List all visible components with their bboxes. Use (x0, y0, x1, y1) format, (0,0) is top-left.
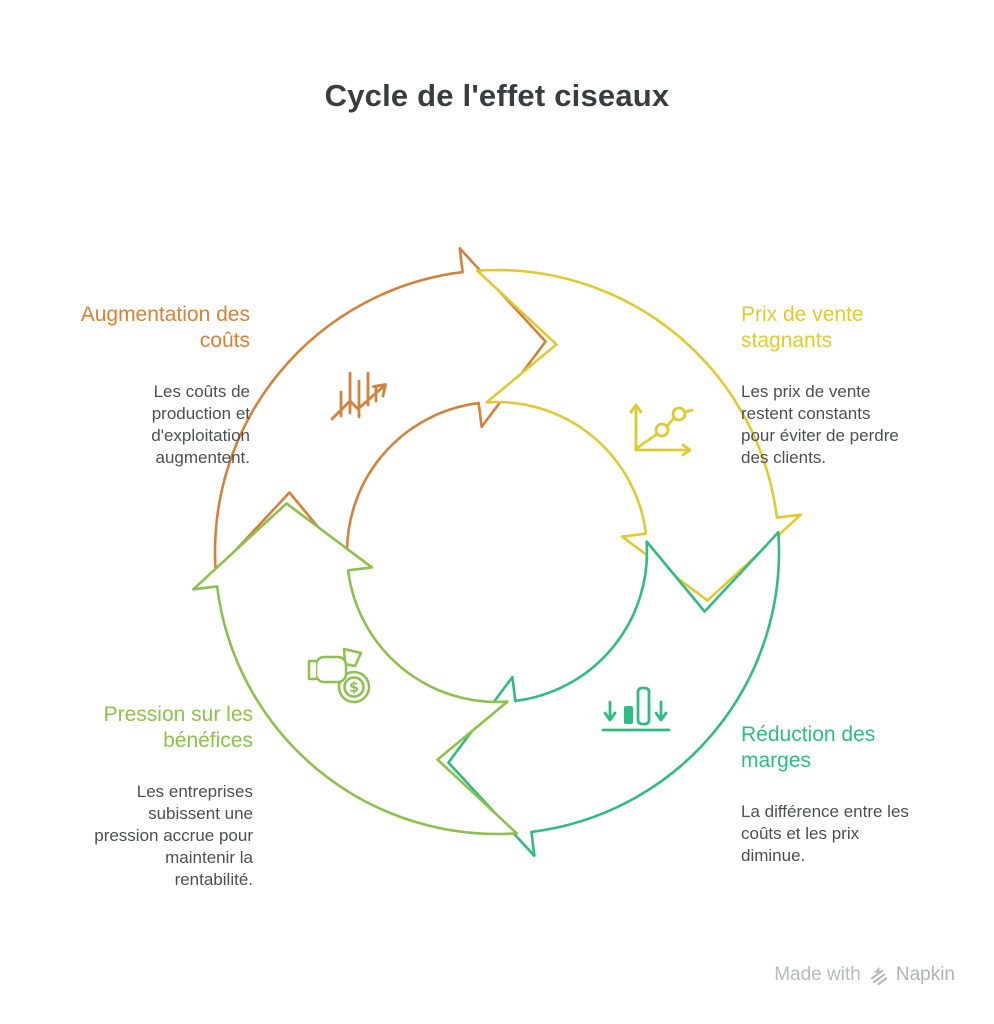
step-augmentation-des-couts: Augmentation des coûts Les coûts de prod… (56, 284, 250, 487)
cycle-arrow-reduction-des-marges (447, 531, 781, 857)
cycle-arrow-augmentation-des-couts (213, 247, 547, 573)
step-heading-prix-de-vente-stagnants: Prix de vente stagnants (741, 303, 864, 352)
cycle-arrows (192, 247, 802, 857)
line-chart-icon (629, 403, 694, 457)
step-body-augmentation-des-couts: Les coûts de production et d'exploitatio… (151, 382, 250, 467)
step-pression-sur-les-benefices: Pression sur les bénéfices Les entrepris… (48, 684, 253, 909)
step-heading-augmentation-des-couts: Augmentation des coûts (80, 303, 250, 352)
step-reduction-des-marges: Réduction des marges La différence entre… (741, 704, 956, 885)
napkin-logo-icon (870, 966, 888, 985)
step-body-prix-de-vente-stagnants: Les prix de vente restent constants pour… (741, 382, 899, 467)
rising-bars-chart-icon (330, 371, 387, 421)
declining-bars-icon (601, 686, 671, 732)
step-prix-de-vente-stagnants: Prix de vente stagnants Les prix de vent… (741, 284, 941, 487)
money-squeeze-icon: $ (307, 647, 371, 704)
napkin-brand-text: Napkin (895, 964, 955, 985)
step-heading-pression-sur-les-benefices: Pression sur les bénéfices (103, 703, 253, 752)
svg-text:$: $ (349, 680, 359, 696)
step-heading-reduction-des-marges: Réduction des marges (741, 723, 876, 772)
step-body-reduction-des-marges: La différence entre les coûts et les pri… (741, 802, 909, 865)
step-body-pression-sur-les-benefices: Les entreprises subissent une pression a… (94, 782, 253, 889)
cycle-arrow-pression-sur-les-benefices (192, 502, 518, 836)
made-with-text: Made with (774, 964, 861, 985)
diagram-title: Cycle de l'effet ciseaux (324, 78, 670, 113)
napkin-attribution: Made with Napkin (774, 964, 955, 986)
cycle-arrow-prix-de-vente-stagnants (476, 268, 802, 602)
